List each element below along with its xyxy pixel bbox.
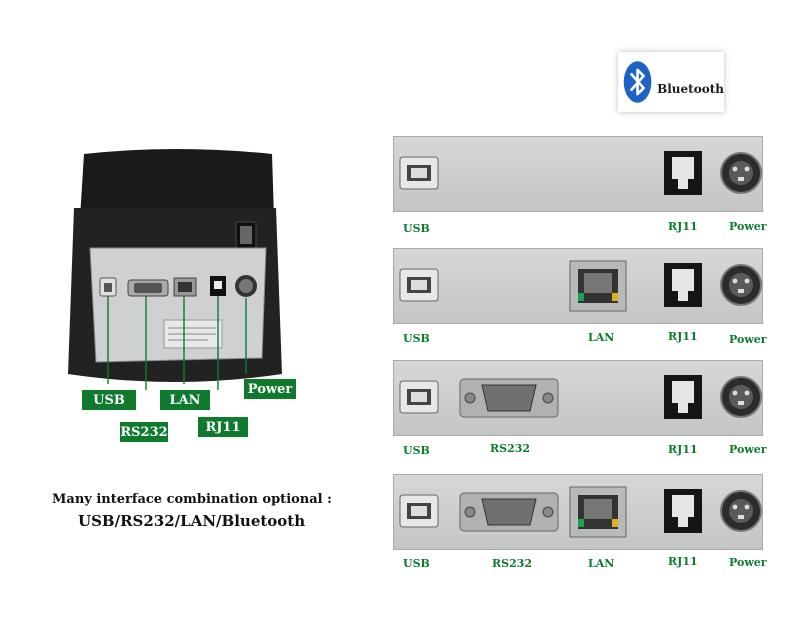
panel-1-label-rj11: RJ11 [668, 220, 698, 233]
rj11-port-icon [664, 151, 702, 195]
panel-4-label-lan: LAN [588, 557, 615, 570]
rj11-port-icon [664, 263, 702, 307]
printer-label-lan: LAN [160, 390, 210, 410]
panel-4-label-power: Power [729, 556, 767, 569]
panel-4-label-rs232: RS232 [492, 557, 533, 570]
panel-4-label-rj11: RJ11 [668, 555, 698, 568]
interface-panel-3 [393, 360, 763, 436]
printer-illustration [68, 149, 282, 390]
caption-line-2: USB/RS232/LAN/Bluetooth [78, 512, 306, 530]
printer-label-usb: USB [82, 390, 136, 410]
printer-label-rj11: RJ11 [198, 417, 248, 437]
interface-panel-2 [393, 248, 763, 324]
caption-line-1: Many interface combination optional : [52, 492, 332, 507]
panel-2-label-power: Power [729, 333, 767, 346]
lan-port-icon [569, 486, 627, 538]
panel-1-label-power: Power [729, 220, 767, 233]
usb-port-icon [399, 268, 439, 302]
usb-port-icon [399, 494, 439, 528]
panel-3-label-usb: USB [403, 444, 430, 457]
bluetooth-label: Bluetooth [657, 82, 724, 96]
panel-2-label-rj11: RJ11 [668, 330, 698, 343]
lan-port-icon [173, 277, 197, 297]
panel-4-label-usb: USB [403, 557, 430, 570]
panel-1-label-usb: USB [403, 222, 430, 235]
panel-2-label-usb: USB [403, 332, 430, 345]
bluetooth-badge: Bluetooth [618, 52, 724, 112]
rj11-port-icon [664, 375, 702, 419]
rs232-port-icon [459, 492, 559, 532]
rs232-port-icon [459, 378, 559, 418]
power-port-icon [235, 275, 257, 297]
power-port-icon [720, 264, 762, 306]
power-port-icon [720, 376, 762, 418]
panel-3-label-power: Power [729, 443, 767, 456]
interface-panel-4 [393, 474, 763, 550]
rj11-port-icon [210, 276, 226, 296]
panel-3-label-rj11: RJ11 [668, 443, 698, 456]
usb-port-icon [99, 277, 117, 297]
panel-2-label-lan: LAN [588, 331, 615, 344]
rj11-port-icon [664, 489, 702, 533]
interface-panel-1 [393, 136, 763, 212]
power-port-icon [720, 152, 762, 194]
panel-3-label-rs232: RS232 [490, 442, 531, 455]
printer-label-power: Power [244, 379, 296, 399]
lan-port-icon [569, 260, 627, 312]
power-port-icon [720, 490, 762, 532]
usb-port-icon [399, 380, 439, 414]
usb-port-icon [399, 156, 439, 190]
rs232-port-icon [127, 279, 169, 297]
bluetooth-icon [623, 61, 652, 103]
printer-label-rs232: RS232 [120, 422, 168, 442]
